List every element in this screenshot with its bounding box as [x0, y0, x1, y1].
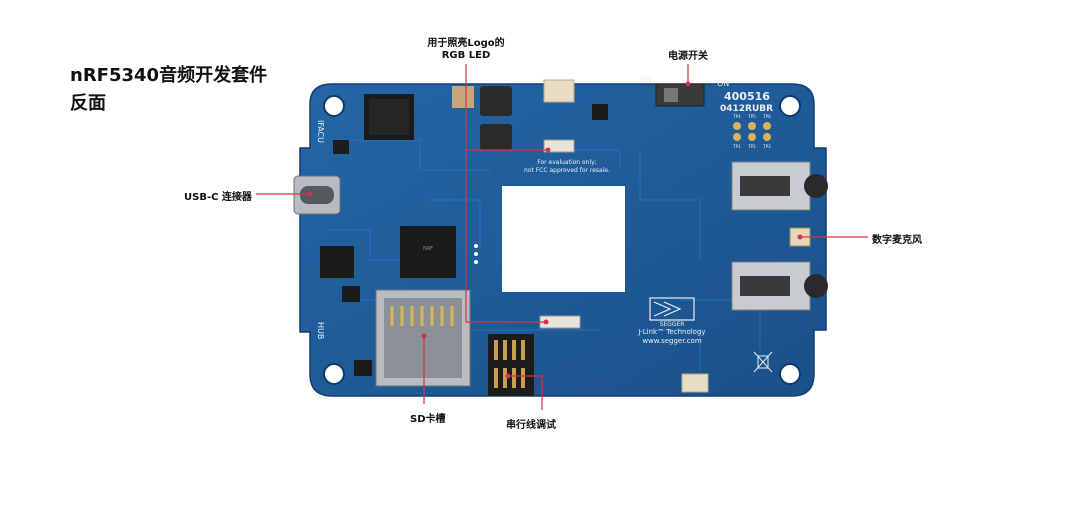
small-ic [592, 104, 608, 120]
silk-id-1: 400516 [724, 90, 770, 103]
chip-center: NRF [400, 226, 456, 278]
bottom-connector [681, 373, 709, 393]
tp-label: TP2 [747, 144, 756, 149]
silk-off: OFF [640, 76, 654, 84]
small-ic [342, 286, 360, 302]
tp-label: TP1 [732, 144, 741, 149]
callout-power-switch: 电源开关 [668, 51, 708, 62]
power-switch [655, 83, 705, 107]
weee-bin-icon [753, 351, 773, 373]
led-dot [474, 260, 478, 264]
mounting-holes [323, 95, 801, 385]
capacitor [452, 86, 474, 108]
callout-digital-mic: 数字麦克风 [872, 235, 922, 246]
usb-c-connector [293, 175, 341, 215]
callout-serial-debug: 串行线调试 [506, 420, 556, 431]
silk-eval-note-2: not FCC approved for resale. [524, 167, 610, 174]
inductor [480, 124, 512, 150]
top-connector [543, 79, 575, 103]
small-ic [354, 360, 372, 376]
callout-rgb-led-line-2: RGB LED [441, 50, 491, 61]
audio-jack-bottom [731, 261, 828, 311]
svg-text:NRF: NRF [423, 246, 433, 252]
silk-ifacu: IFACU [316, 120, 325, 143]
audio-jack-top [731, 161, 828, 211]
callout-sd-slot: SD卡槽 [410, 414, 446, 425]
led-connector [543, 139, 575, 153]
callout-lines [256, 64, 868, 410]
silk-segger: SEGGER [660, 321, 685, 328]
silk-jlink-1: J-Link™ Technology [637, 328, 705, 336]
inductor [480, 86, 512, 116]
page-title: nRF5340音频开发套件 反面 [70, 62, 267, 118]
silk-eval-note-1: For evaluation only; [537, 159, 596, 166]
small-ic [333, 140, 349, 154]
led-dot [474, 252, 478, 256]
tp-label: TP4 [732, 114, 741, 119]
silk-id-2: 0412RUBR [720, 104, 773, 114]
swd-header [488, 334, 534, 396]
test-points: TP4 TP5 TP6 TP1 TP2 TP3 [732, 114, 771, 149]
segger-logo: SEGGER [649, 297, 695, 328]
callout-usb-c: USB-C 连接器 [184, 192, 252, 203]
silk-on: ON [717, 79, 729, 88]
callout-rgb-led-line-1: 用于照亮Logo的 [427, 38, 505, 49]
callout-rgb-led: 用于照亮Logo的 RGB LED [416, 38, 516, 62]
title-line-1: nRF5340音频开发套件 [70, 65, 268, 86]
tp-label: TP5 [747, 114, 756, 119]
silk-hub: HUB [316, 322, 325, 339]
chip-left [320, 246, 354, 278]
callout-dots [307, 81, 803, 379]
silk-jlink-2: www.segger.com [642, 337, 701, 345]
chip-top-left [364, 94, 414, 140]
led-dot [474, 244, 478, 248]
tp-label: TP3 [762, 144, 771, 149]
title-line-2: 反面 [70, 93, 106, 114]
tp-label: TP6 [762, 114, 771, 119]
